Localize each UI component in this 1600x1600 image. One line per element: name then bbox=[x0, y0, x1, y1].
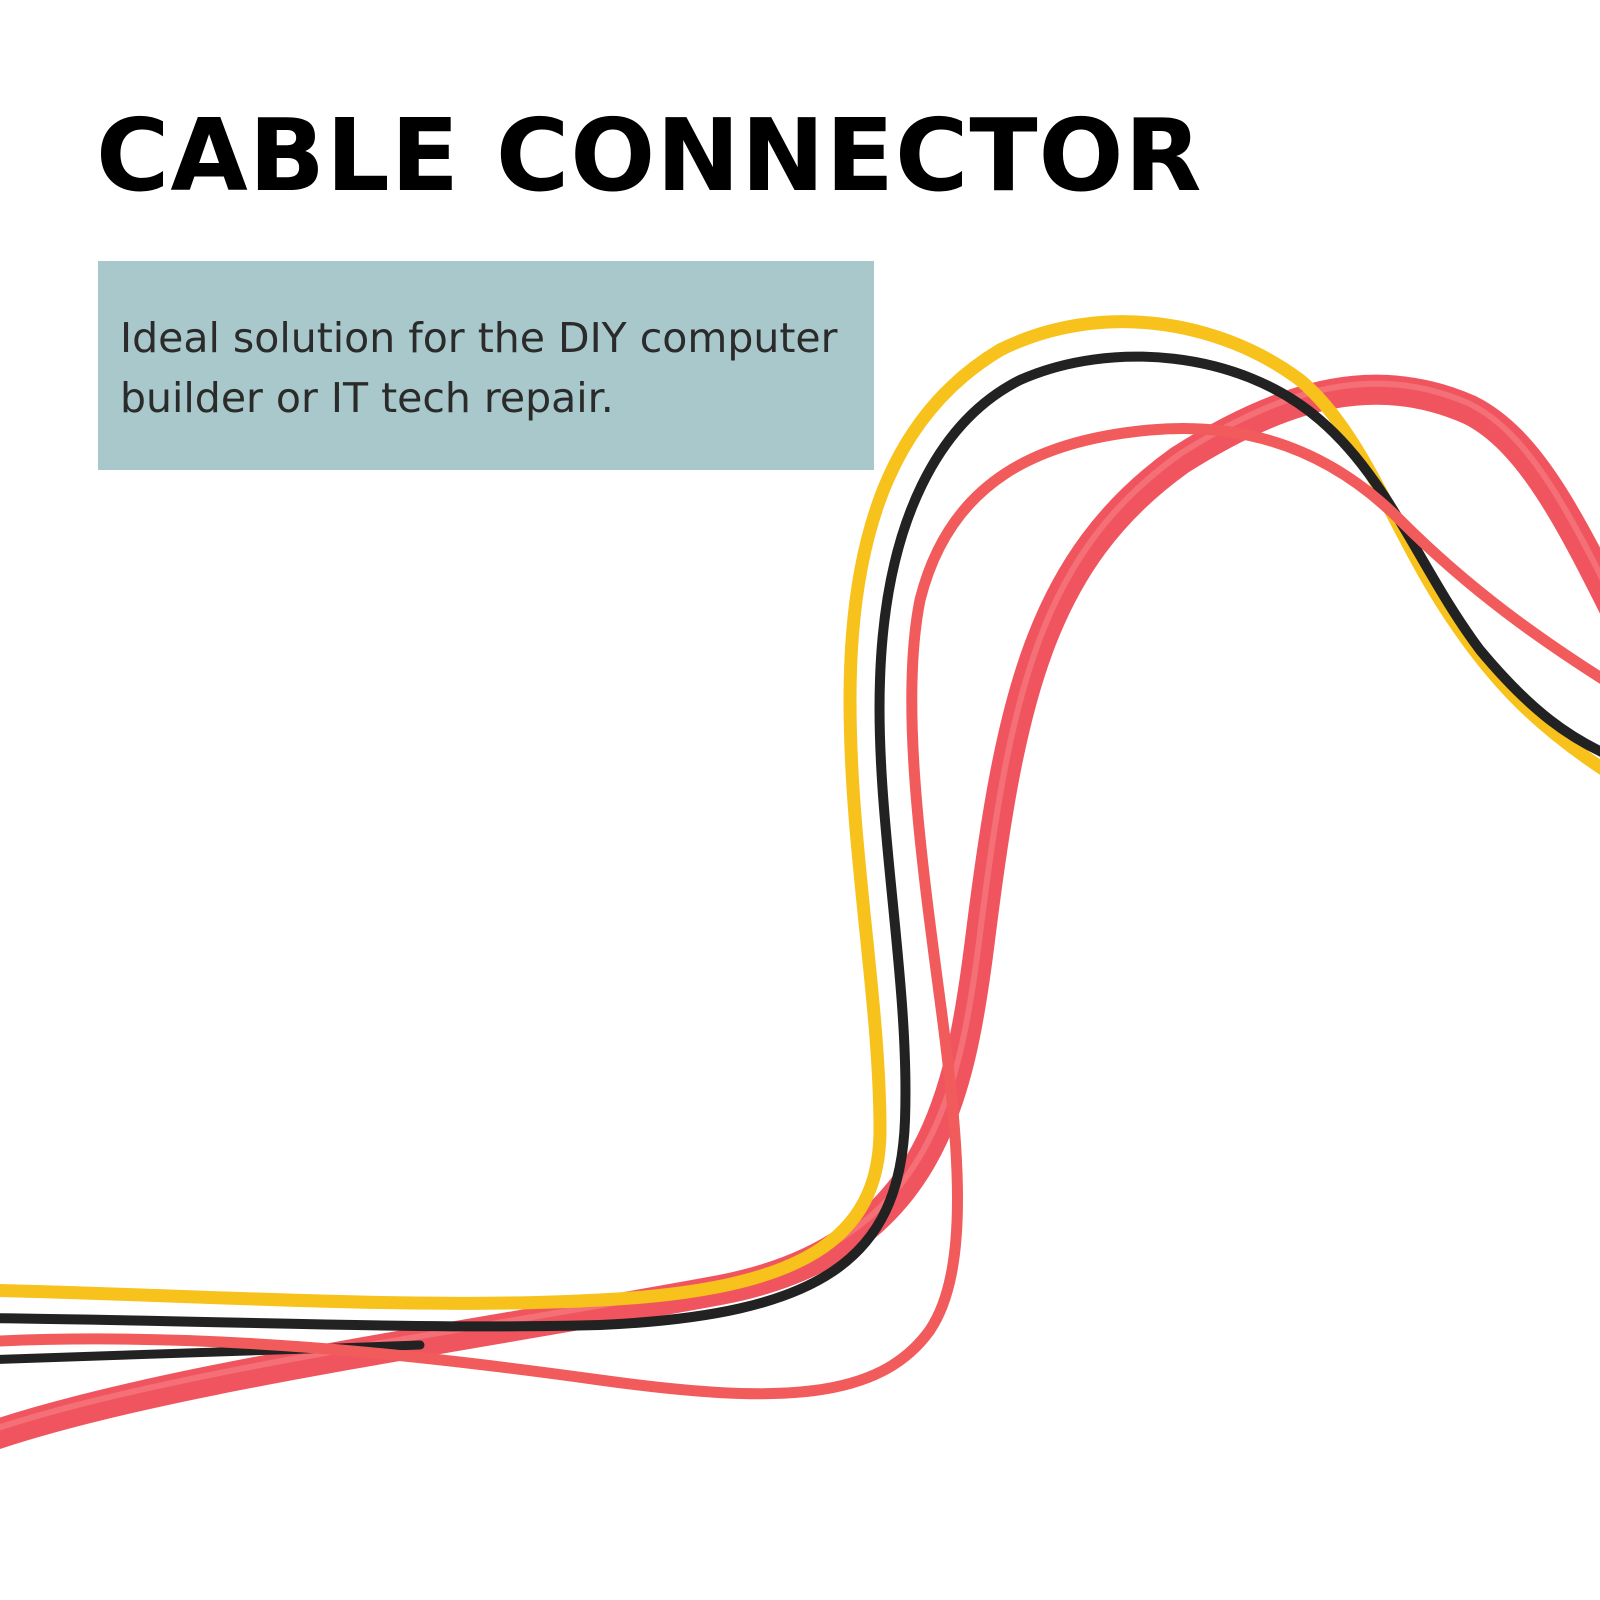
flat-red-cable bbox=[0, 374, 1600, 1450]
feature-callout-box: Ideal solution for the DIY computer buil… bbox=[98, 261, 874, 470]
page-title: CABLE CONNECTOR bbox=[96, 97, 1203, 214]
red-wire bbox=[0, 422, 1600, 1400]
feature-callout-text: Ideal solution for the DIY computer buil… bbox=[120, 314, 838, 422]
black-wire bbox=[0, 351, 1600, 1332]
